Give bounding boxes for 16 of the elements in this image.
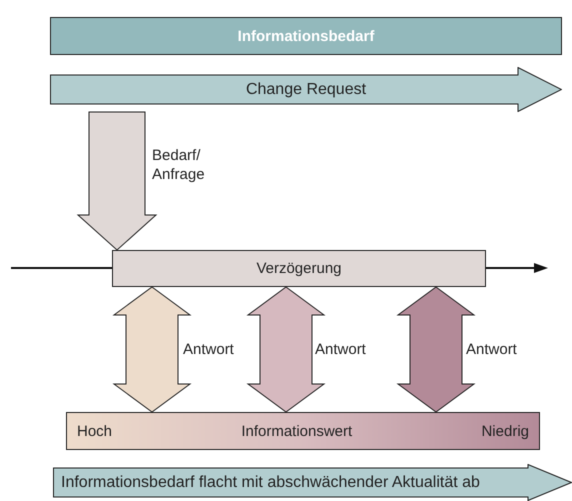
process-box [112, 250, 486, 287]
node-label: Informationsbedarf [238, 28, 374, 44]
scale-label: Niedrig [481, 422, 529, 440]
block-arrow [76, 112, 158, 251]
block-arrow [396, 286, 476, 413]
scale-label: Informationswert [241, 422, 352, 440]
block-arrow [246, 286, 326, 413]
block-arrow [112, 286, 192, 413]
process-arrow [50, 67, 562, 112]
node-label: Verzögerung [256, 260, 342, 277]
scale-label: Hoch [77, 422, 112, 440]
scale-bar [66, 412, 540, 450]
node-label: Change Request [246, 80, 366, 98]
process-arrow [53, 464, 572, 501]
heading-band [50, 17, 562, 55]
node-label: Informationsbedarf flacht mit abschwächender Aktualität ab [61, 474, 480, 492]
